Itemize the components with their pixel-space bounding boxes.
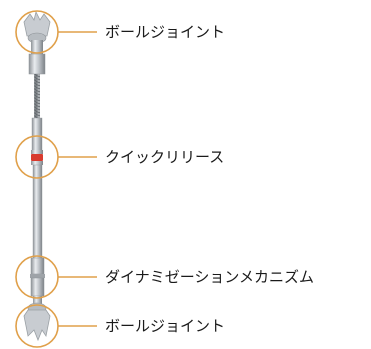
- fixator-device: [23, 10, 51, 342]
- top-ball-joint-clamp: [23, 10, 51, 75]
- dynamization-body: [30, 257, 45, 306]
- main-tube: [32, 164, 43, 261]
- callout-label: ボールジョイント: [105, 317, 225, 335]
- callout-top-ball-joint: ボールジョイント: [15, 10, 225, 54]
- callout-label: ダイナミゼーションメカニズム: [105, 268, 314, 286]
- threaded-rod: [34, 74, 40, 150]
- quick-release-ring: [31, 154, 43, 161]
- upper-sleeve: [31, 117, 43, 153]
- callout-label: クイックリリース: [105, 148, 224, 166]
- callout-bottom-ball-joint: ボールジョイント: [15, 304, 225, 348]
- bottom-ball-joint-clamp: [23, 302, 51, 342]
- callout-label: ボールジョイント: [105, 23, 225, 41]
- callout-dynamization: ダイナミゼーションメカニズム: [15, 255, 314, 299]
- callout-quick-release: クイックリリース: [15, 135, 224, 179]
